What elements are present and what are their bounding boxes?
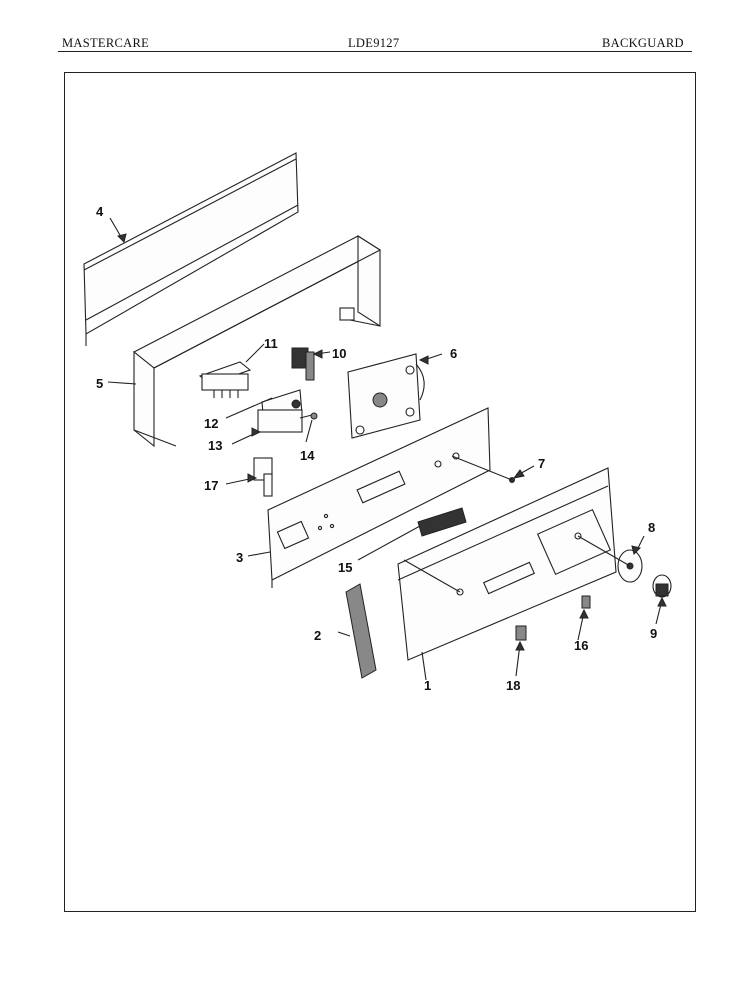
- callout-2: 2: [314, 628, 321, 643]
- callout-9: 9: [650, 626, 657, 641]
- part-2-end-cap: [345, 583, 377, 679]
- callout-16: 16: [574, 638, 588, 653]
- model-number: LDE9127: [348, 36, 400, 50]
- part-11-terminal-block: [198, 361, 252, 398]
- callout-6: 6: [450, 346, 457, 361]
- part-9-knob: [652, 574, 672, 598]
- header-rule: [58, 51, 692, 52]
- part-callouts: 4 5 11 10 6 12 13 14 17 7 3 15 8 2 9 16 …: [96, 204, 657, 693]
- callout-5: 5: [96, 376, 103, 391]
- callout-14: 14: [300, 448, 315, 463]
- leader-lines: [107, 217, 667, 681]
- part-18-knob: [515, 625, 527, 641]
- part-5-housing: [132, 234, 382, 448]
- part-15-lens: [417, 507, 467, 537]
- callout-7: 7: [538, 456, 545, 471]
- callout-15: 15: [338, 560, 352, 575]
- callout-17: 17: [204, 478, 218, 493]
- part-1-front-panel: [397, 467, 617, 661]
- part-6-clock-timer: [347, 353, 425, 439]
- callout-11: 11: [264, 336, 278, 351]
- diagram-frame: [64, 72, 696, 912]
- callout-10: 10: [332, 346, 346, 361]
- part-17-bracket: [253, 457, 273, 497]
- callout-13: 13: [208, 438, 222, 453]
- callout-12: 12: [204, 416, 218, 431]
- callout-4: 4: [96, 204, 104, 219]
- callout-3: 3: [236, 550, 243, 565]
- part-3-control-panel: [267, 407, 491, 588]
- part-12-13-14-bracket-assembly: [257, 389, 318, 433]
- part-4-top-trim: [83, 152, 299, 346]
- callout-18: 18: [506, 678, 520, 693]
- part-10-switch: [291, 347, 315, 381]
- brand-label: MASTERCARE: [62, 36, 150, 50]
- callout-8: 8: [648, 520, 655, 535]
- callout-1: 1: [424, 678, 431, 693]
- part-16-knob: [581, 595, 591, 609]
- section-title: BACKGUARD: [602, 36, 684, 50]
